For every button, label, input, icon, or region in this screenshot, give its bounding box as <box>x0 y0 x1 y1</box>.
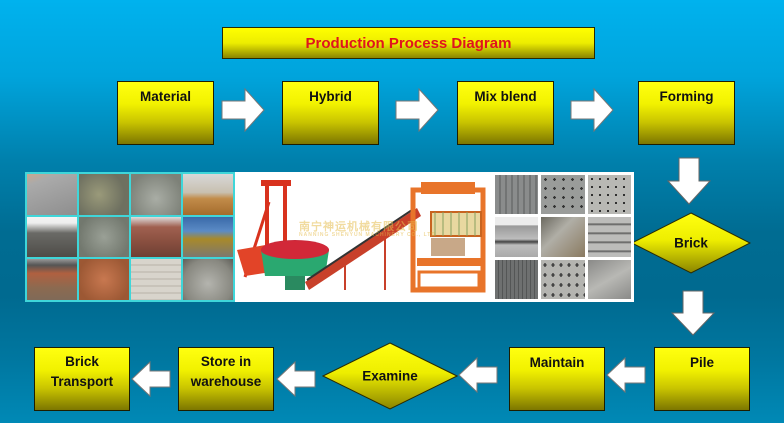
arrow-left-icon <box>131 361 171 397</box>
brick-photo <box>541 175 585 215</box>
material-photo <box>131 216 181 258</box>
step-label-line2: warehouse <box>190 374 262 389</box>
block-machine-photo: 南宁神运机械有限公司 NANNING SHENYUN MACHINERY CO.… <box>235 172 492 302</box>
step-maintain: Maintain <box>509 347 605 411</box>
arrow-left-icon <box>458 357 498 393</box>
arrow-right-icon <box>570 88 614 132</box>
step-label: Hybrid <box>309 89 352 104</box>
arrow-left-icon <box>606 357 646 393</box>
material-photo <box>183 174 233 215</box>
arrow-right-icon <box>221 88 265 132</box>
step-pile: Pile <box>654 347 750 411</box>
machine-watermark: 南宁神运机械有限公司 <box>299 221 419 233</box>
arrow-down-icon <box>667 157 711 205</box>
diagram-title: Production Process Diagram <box>222 27 595 59</box>
material-photo <box>27 216 77 258</box>
brick-photo <box>495 259 539 299</box>
brick-photo <box>587 175 631 215</box>
decision-brick: Brick <box>631 212 751 274</box>
step-hybrid: Hybrid <box>282 81 379 145</box>
material-photo <box>79 216 129 258</box>
step-store-in-warehouse: Store in warehouse <box>178 347 274 411</box>
material-photo <box>183 216 233 258</box>
step-label: Material <box>139 89 192 104</box>
decision-label: Brick <box>674 235 708 251</box>
step-mix-blend: Mix blend <box>457 81 554 145</box>
material-photo <box>79 259 129 300</box>
material-photo <box>27 174 77 215</box>
step-label: Forming <box>659 89 714 104</box>
brick-photo <box>495 175 539 215</box>
arrow-right-icon <box>395 88 439 132</box>
brick-photo <box>495 217 539 257</box>
step-label: Pile <box>689 355 714 370</box>
materials-photo-grid <box>25 172 235 302</box>
arrow-down-icon <box>671 290 715 336</box>
brick-photo <box>587 259 631 299</box>
step-label-line2: Transport <box>50 374 114 389</box>
step-brick-transport: Brick Transport <box>34 347 130 411</box>
material-photo <box>131 174 181 215</box>
bricks-photo-grid <box>492 172 634 302</box>
material-photo <box>79 174 129 215</box>
brick-photo <box>541 217 585 257</box>
material-photo <box>183 259 233 300</box>
step-label-line1: Store in <box>200 354 252 369</box>
decision-examine: Examine <box>322 342 458 410</box>
step-label: Maintain <box>529 355 585 370</box>
brick-photo <box>587 217 631 257</box>
step-forming: Forming <box>638 81 735 145</box>
arrow-left-icon <box>276 361 316 397</box>
brick-photo <box>541 259 585 299</box>
step-label-line1: Brick <box>65 354 99 369</box>
step-material: Material <box>117 81 214 145</box>
material-photo <box>27 259 77 300</box>
decision-label: Examine <box>362 368 418 384</box>
step-label: Mix blend <box>474 89 537 104</box>
material-photo <box>131 259 181 300</box>
machine-watermark-sub: NANNING SHENYUN MACHINERY CO., LTD <box>299 232 436 238</box>
